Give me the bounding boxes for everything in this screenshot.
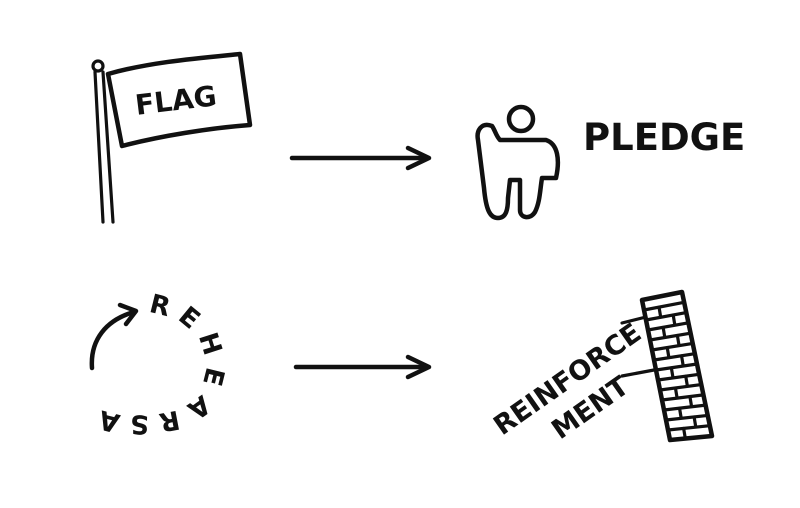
pledge-label: PLEDGE [583,116,745,159]
brick-joint-line [657,305,663,318]
brick-joint-line [669,366,675,379]
brick-course-line [654,362,699,372]
brick-joint-line [692,415,698,428]
brick-wall-icon [639,289,715,443]
pledge-node: PLEDGE [475,104,745,221]
reinforcement-leader-line [620,315,648,325]
brick-joint-line [679,354,685,367]
brick-course-line [656,372,701,382]
brick-course-line [648,331,693,342]
brick-joint-line [677,406,683,419]
brick-course-line [644,310,688,322]
brick-joint-line [675,333,681,347]
brick-joint-line [671,313,677,326]
edge-arrow-flag-to-pledge [289,145,432,171]
brick-course-line [662,403,708,412]
brick-course-line [660,393,706,402]
brick-course-line [652,352,697,362]
brick-joint-line [661,325,667,339]
brick-joint-line [665,346,671,359]
reinforcement-leader-line [620,368,656,378]
brick-course-line [658,382,703,392]
flag-icon [91,51,253,224]
reinforcement-node: REINFORCE MENT [488,289,715,446]
waving-person-icon [475,104,561,221]
brick-lines [642,300,712,440]
rehearsal-label: REHEARSAL [0,0,230,439]
circular-arrow-icon [89,302,139,371]
flag-node: FLAG [91,51,253,224]
brick-joint-line [688,395,694,408]
brick-course-line [664,413,710,422]
brick-course-line [666,424,712,432]
flag-label: FLAG [133,79,218,122]
brick-joint-line [673,386,679,399]
rehearsal-node: REHEARSAL [0,0,230,439]
brick-course-line [650,341,695,352]
brick-joint-line [682,426,687,440]
brick-course-line [642,300,686,312]
brick-joint-line [684,374,689,387]
edge-arrow-rehearsal-to-reinforcement [293,354,432,380]
brick-course-line [646,321,691,332]
